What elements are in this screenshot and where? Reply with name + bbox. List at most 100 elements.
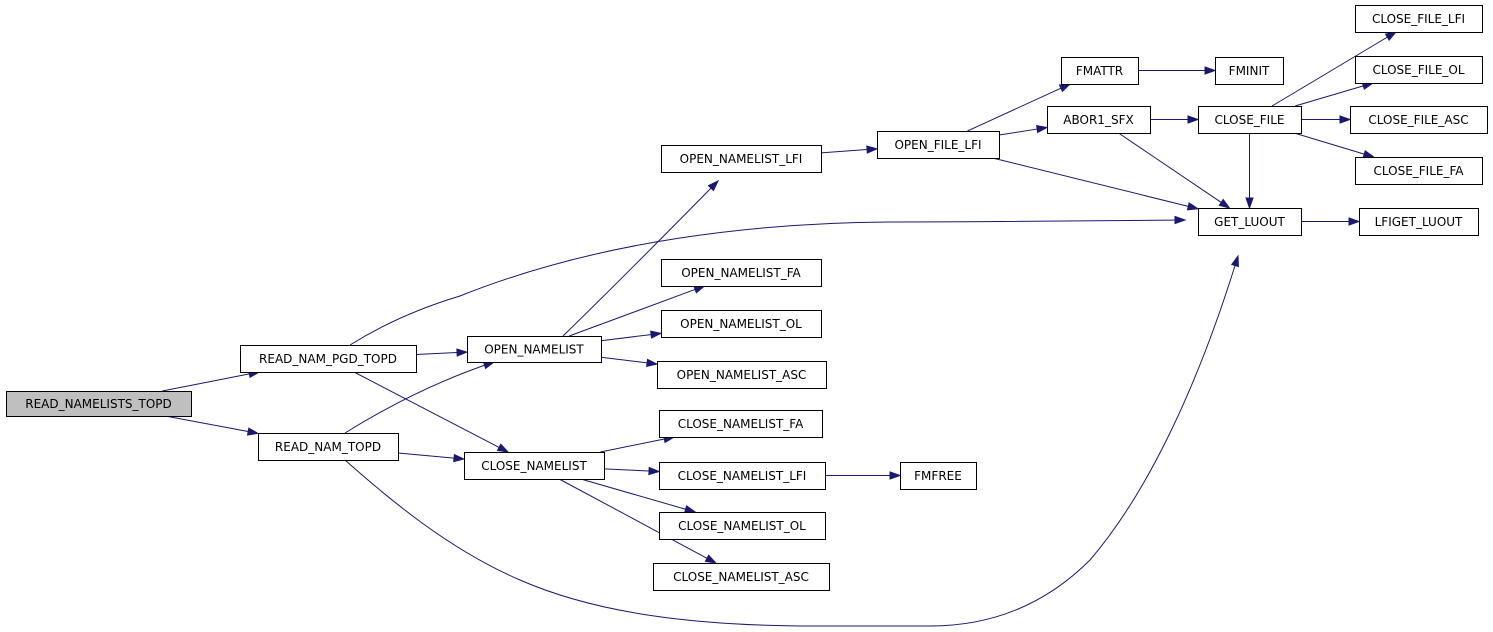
node-label: CLOSE_NAMELIST_LFI: [678, 469, 807, 483]
node-label: OPEN_NAMELIST: [484, 343, 584, 357]
node-open-namelist-asc[interactable]: OPEN_NAMELIST_ASC: [657, 361, 827, 389]
node-close-namelist-ol[interactable]: CLOSE_NAMELIST_OL: [659, 512, 826, 540]
node-box: [1359, 208, 1479, 236]
node-abor1-sfx[interactable]: ABOR1_SFX: [1047, 106, 1151, 134]
node-box: [464, 452, 605, 480]
node-label: LFIGET_LUOUT: [1375, 215, 1463, 229]
node-open-namelist[interactable]: OPEN_NAMELIST: [467, 336, 602, 363]
node-fmattr[interactable]: FMATTR: [1061, 57, 1139, 85]
node-box: [258, 433, 399, 461]
nodes-layer: READ_NAMELISTS_TOPD READ_NAM_PGD_TOPD READ…: [6, 5, 1488, 591]
edge-open-namelist-to-open-namelist-asc: [600, 356, 659, 368]
node-box: [1215, 57, 1284, 85]
node-box: [659, 410, 823, 438]
node-close-file[interactable]: CLOSE_FILE: [1198, 106, 1302, 134]
node-read-nam-topd[interactable]: READ_NAM_TOPD: [258, 433, 399, 461]
node-label: OPEN_NAMELIST_OL: [680, 317, 802, 331]
node-label: READ_NAMELISTS_TOPD: [25, 397, 172, 411]
edge-close-file-to-close-file-asc: [1301, 115, 1352, 124]
edge-close-namelist-lfi-to-fmfree: [825, 471, 902, 480]
edge-fmattr-to-fminit: [1138, 66, 1217, 75]
node-close-file-lfi[interactable]: CLOSE_FILE_LFI: [1355, 5, 1483, 33]
node-read-nam-pgd-topd[interactable]: READ_NAM_PGD_TOPD: [240, 345, 417, 373]
node-box: [661, 145, 822, 173]
node-box: [900, 462, 977, 490]
edge-abor1-sfx-to-close-file: [1150, 115, 1200, 124]
node-label: CLOSE_NAMELIST_OL: [678, 519, 806, 533]
node-box: [467, 336, 602, 363]
node-fmfree[interactable]: FMFREE: [900, 462, 977, 490]
node-box: [1350, 106, 1488, 134]
edge-read-nam-topd-to-open-namelist: [344, 361, 496, 434]
edge-open-file-lfi-to-get-luout: [992, 157, 1200, 211]
node-close-file-asc[interactable]: CLOSE_FILE_ASC: [1350, 106, 1488, 134]
node-open-namelist-lfi[interactable]: OPEN_NAMELIST_LFI: [661, 145, 822, 173]
node-label: OPEN_NAMELIST_ASC: [677, 368, 807, 382]
edge-close-file-to-close-file-lfi: [1271, 31, 1398, 107]
node-open-file-lfi[interactable]: OPEN_FILE_LFI: [877, 131, 1000, 159]
node-box: [1198, 106, 1302, 134]
node-box: [657, 361, 827, 389]
edge-close-namelist-to-close-namelist-asc: [558, 478, 718, 564]
edge-read-nam-topd-to-get-luout: [344, 254, 1239, 627]
node-box: [1355, 5, 1483, 33]
node-label: CLOSE_FILE_ASC: [1368, 113, 1468, 127]
edge-open-namelist-to-open-namelist-lfi: [562, 179, 720, 337]
edge-close-file-to-close-file-ol: [1294, 81, 1375, 107]
node-box: [659, 512, 826, 540]
node-box: [653, 563, 830, 591]
node-get-luout[interactable]: GET_LUOUT: [1198, 208, 1302, 236]
node-label: OPEN_FILE_LFI: [894, 138, 981, 152]
node-label: OPEN_NAMELIST_LFI: [680, 152, 803, 166]
node-label: READ_NAM_TOPD: [275, 440, 381, 454]
node-close-namelist-lfi[interactable]: CLOSE_NAMELIST_LFI: [659, 462, 826, 490]
node-box: [659, 462, 826, 490]
edge-close-namelist-to-close-namelist-lfi: [603, 466, 661, 476]
node-close-file-ol[interactable]: CLOSE_FILE_OL: [1355, 56, 1483, 84]
node-close-file-fa[interactable]: CLOSE_FILE_FA: [1355, 157, 1483, 185]
node-label: FMFREE: [914, 469, 962, 483]
edge-read-nam-pgd-topd-to-get-luout: [349, 215, 1187, 346]
edge-read-namelists-topd-to-read-nam-topd: [165, 415, 260, 436]
node-close-namelist-asc[interactable]: CLOSE_NAMELIST_ASC: [653, 563, 830, 591]
node-label: CLOSE_FILE_FA: [1374, 164, 1465, 178]
node-label: READ_NAM_PGD_TOPD: [259, 352, 397, 366]
node-label: CLOSE_NAMELIST_ASC: [673, 570, 809, 584]
node-fminit[interactable]: FMINIT: [1215, 57, 1284, 85]
node-read-namelists-topd[interactable]: READ_NAMELISTS_TOPD: [6, 391, 192, 417]
node-box: [1047, 106, 1151, 134]
node-box: [240, 345, 417, 373]
node-box: [1061, 57, 1139, 85]
edge-read-nam-pgd-topd-to-close-namelist: [353, 371, 510, 453]
node-label: CLOSE_FILE_LFI: [1372, 12, 1465, 26]
node-open-namelist-ol[interactable]: OPEN_NAMELIST_OL: [661, 310, 822, 338]
edge-read-nam-topd-to-close-namelist: [397, 452, 466, 463]
node-label: CLOSE_FILE_OL: [1372, 63, 1464, 77]
node-box: [6, 391, 192, 417]
edge-read-namelists-topd-to-read-nam-pgd-topd: [162, 369, 261, 392]
node-label: FMATTR: [1076, 64, 1123, 78]
edge-close-namelist-to-close-namelist-fa: [600, 434, 676, 453]
edge-abor1-sfx-to-get-luout: [1118, 132, 1231, 209]
node-label: GET_LUOUT: [1214, 215, 1285, 229]
edge-open-file-lfi-to-abor1-sfx: [998, 124, 1049, 136]
node-label: CLOSE_NAMELIST: [481, 459, 587, 473]
edges-layer: [162, 31, 1398, 627]
node-close-namelist[interactable]: CLOSE_NAMELIST: [464, 452, 605, 480]
edge-close-file-to-get-luout: [1245, 133, 1254, 210]
node-close-namelist-fa[interactable]: CLOSE_NAMELIST_FA: [659, 410, 823, 438]
node-box: [1355, 56, 1483, 84]
node-box: [1355, 157, 1483, 185]
node-open-namelist-fa[interactable]: OPEN_NAMELIST_FA: [661, 259, 822, 287]
edge-get-luout-to-lfiget-luout: [1301, 217, 1361, 226]
node-label: FMINIT: [1229, 64, 1270, 78]
node-box: [877, 131, 1000, 159]
node-lfiget-luout[interactable]: LFIGET_LUOUT: [1359, 208, 1479, 236]
node-label: CLOSE_NAMELIST_FA: [678, 417, 804, 431]
edge-read-nam-pgd-topd-to-open-namelist: [415, 348, 469, 357]
node-label: ABOR1_SFX: [1063, 113, 1133, 127]
node-box: [1198, 208, 1302, 236]
node-box: [661, 310, 822, 338]
edge-close-file-to-close-file-fa: [1294, 132, 1376, 158]
